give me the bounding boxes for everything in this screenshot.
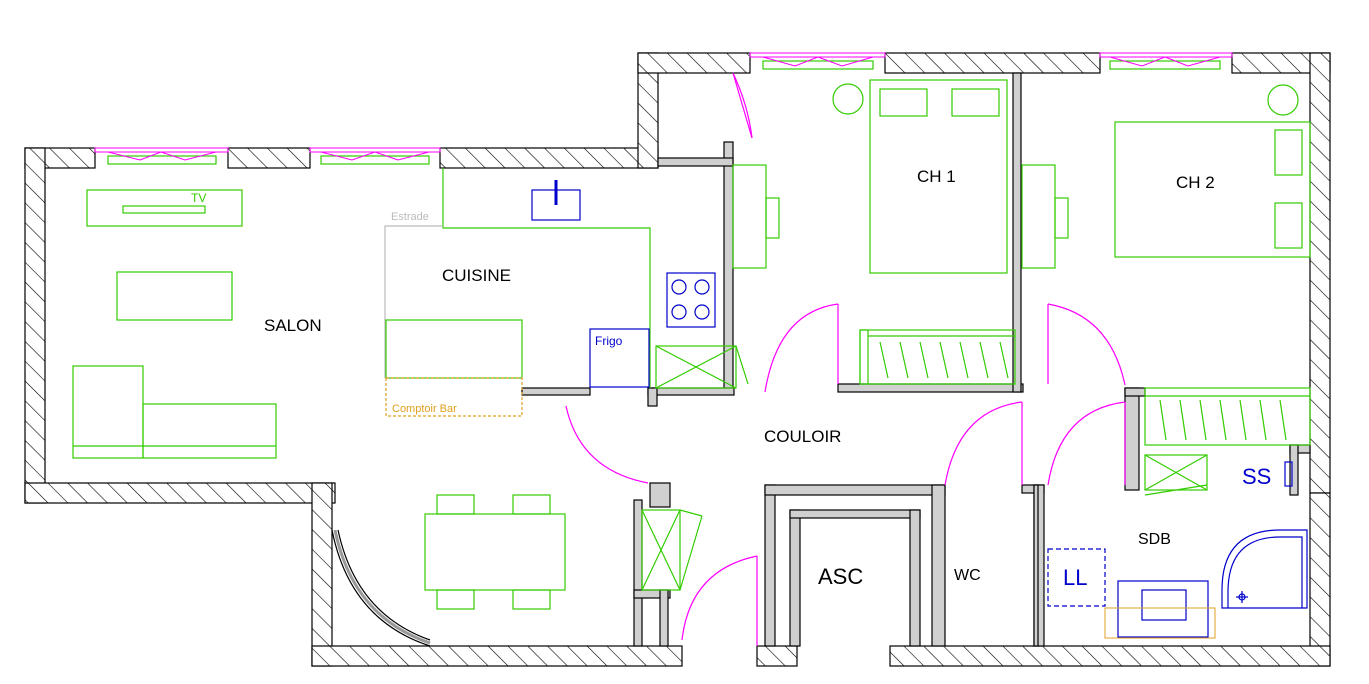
window-salon-2 [309,147,441,165]
chair [512,589,551,610]
interior-walls [521,72,1311,647]
room-label-sdb: SDB [1138,531,1171,548]
kitchen-counter [442,168,651,388]
nightstand [832,83,864,115]
washing-machine [1047,548,1106,607]
door-salon [565,405,649,484]
kitchen [384,168,749,417]
estrade-outline [384,225,443,378]
doors [565,72,1126,646]
room-label-asc: ASC [818,564,863,589]
door-ch1 [764,303,839,393]
window-ch2 [1099,52,1233,70]
window-salon-1 [94,147,229,165]
cooktop [666,272,716,328]
chair [512,494,551,515]
bed [1114,121,1311,258]
windows [94,52,1233,165]
door-sdb [1047,401,1126,486]
door-ch2 [1047,303,1126,386]
bathroom-fixtures [1047,454,1308,639]
sofa-back [72,365,144,459]
bedroom-2-furniture [1021,84,1311,446]
label-ll: LL [1063,565,1087,590]
fridge [589,328,650,388]
bar-block [385,319,523,379]
tv-cabinet [86,189,243,227]
label-comptoir: Comptoir Bar [392,403,457,415]
door-ch1-window [732,72,753,139]
labels: SALON CUISINE CH 1 CH 2 COULOIR SDB WC A… [191,167,1271,590]
label-tv: TV [191,191,206,205]
tv-screen [122,205,206,214]
salon-furniture [72,189,566,610]
shower [1221,529,1308,609]
chair [436,589,475,610]
pillow [1274,129,1303,176]
pillow [951,88,1000,117]
label-ss: SS [1242,464,1271,489]
desk [1021,164,1056,269]
desk [732,164,767,269]
label-estrade: Estrade [391,211,429,223]
washbasin [1117,580,1209,638]
room-label-ch1: CH 1 [917,167,956,186]
nightstand [1267,84,1299,116]
room-label-ch2: CH 2 [1176,173,1215,192]
coffee-table [116,271,233,321]
pillow [1274,202,1303,249]
bedroom-1-furniture [732,79,1016,385]
dining-table [424,513,566,591]
pillow [879,88,928,117]
window-ch1 [749,52,886,70]
bed [869,79,1008,274]
bar-counter [385,377,523,417]
salon-curved-window [331,529,431,647]
room-label-cuisine: CUISINE [442,266,511,285]
exterior-walls [24,52,1331,667]
room-label-wc: WC [954,567,981,584]
room-label-couloir: COULOIR [764,427,841,446]
chair [436,494,475,515]
door-wc [944,401,1023,486]
sofa-seat [142,403,277,459]
room-label-salon: SALON [264,316,322,335]
corridor-closet [641,509,703,591]
door-entrance [681,555,758,641]
wardrobe [1144,387,1311,446]
label-frigo: Frigo [595,334,623,348]
